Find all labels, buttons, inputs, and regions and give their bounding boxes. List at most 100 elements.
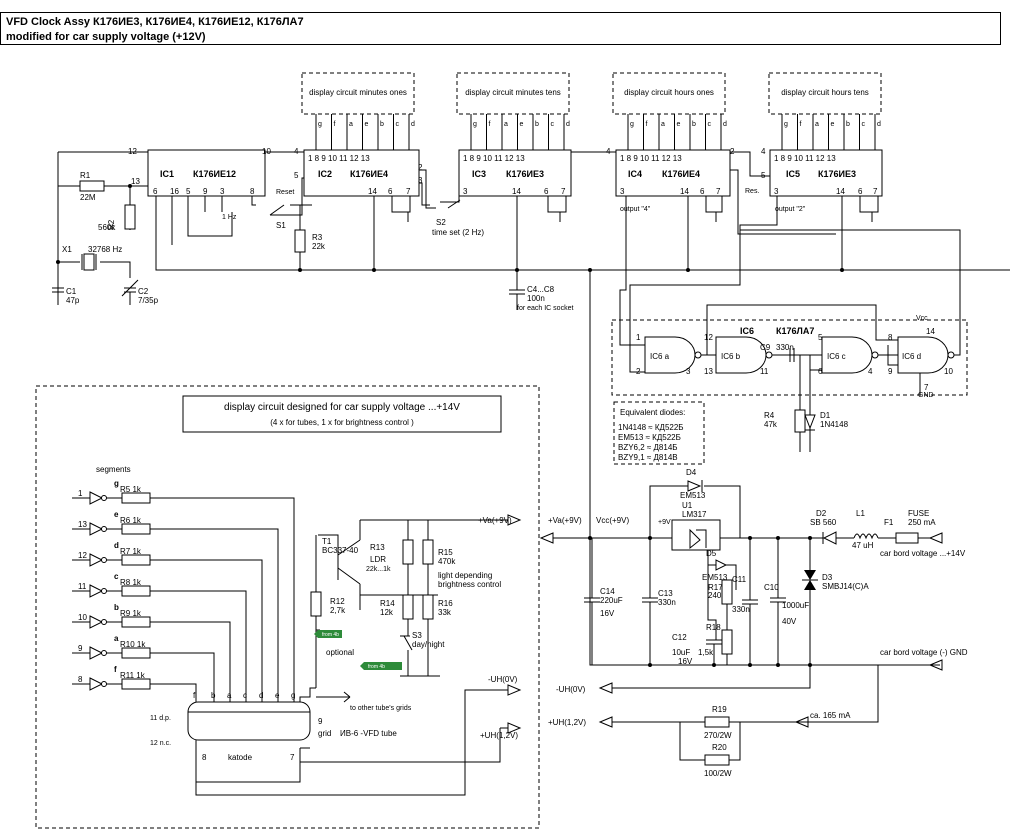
svg-text:output "2": output "2": [775, 206, 806, 213]
svg-text:4: 4: [868, 367, 873, 376]
segment-letter: a: [504, 121, 508, 128]
ic2: 1 8 9 10 11 12 13 IC2 К176ИЕ4 4 5 2 3 14…: [294, 147, 423, 197]
svg-text:40V: 40V: [782, 617, 797, 626]
segment-pin-number: 10: [78, 613, 87, 622]
svg-text:14: 14: [512, 187, 521, 196]
svg-text:7: 7: [561, 187, 566, 196]
svg-text:display circuit designed for c: display circuit designed for car supply …: [224, 402, 460, 413]
svg-text:R18: R18: [706, 623, 721, 632]
segment-letter: a: [349, 121, 353, 128]
segment-letter: c: [862, 121, 866, 128]
svg-text:6: 6: [858, 187, 863, 196]
svg-text:470k: 470k: [438, 557, 456, 566]
svg-text:day/night: day/night: [412, 640, 445, 649]
svg-text:11 d.p.: 11 d.p.: [150, 715, 171, 722]
svg-text:К176ИЕ4: К176ИЕ4: [662, 169, 700, 179]
segment-letter: g: [114, 479, 119, 488]
svg-text:ca. 165 mA: ca. 165 mA: [810, 711, 851, 720]
svg-text:3: 3: [774, 187, 779, 196]
svg-text:11: 11: [760, 367, 769, 376]
svg-text:47k: 47k: [764, 420, 778, 429]
svg-text:car bord voltage (-) GND: car bord voltage (-) GND: [880, 648, 968, 657]
svg-text:240: 240: [708, 591, 722, 600]
segment-letter: f: [489, 121, 491, 128]
svg-text:1 8 9 10 11 12 13: 1 8 9 10 11 12 13: [308, 154, 370, 163]
svg-text:R12: R12: [330, 597, 345, 606]
segment-letter: e: [677, 121, 681, 128]
svg-text:IC6 c: IC6 c: [827, 352, 846, 361]
segment-resistor: [121, 492, 151, 504]
segment-letter: b: [692, 121, 696, 128]
svg-text:X1: X1: [62, 245, 72, 254]
svg-text:D4: D4: [686, 468, 697, 477]
segment-resistor-label: R7 1k: [120, 547, 142, 556]
svg-text:330n: 330n: [776, 343, 794, 352]
svg-text:display circuit minutes tens: display circuit minutes tens: [465, 88, 561, 97]
svg-text:1000uF: 1000uF: [782, 601, 809, 610]
svg-text:D5: D5: [706, 549, 717, 558]
svg-text:8: 8: [888, 333, 893, 342]
svg-text:330n: 330n: [732, 605, 750, 614]
title-line1: VFD Clock Assy К176ИЕ3, К176ИЕ4, К176ИЕ1…: [6, 16, 304, 28]
svg-text:47 uH: 47 uH: [852, 541, 874, 550]
tube-segment-letter: b: [211, 691, 216, 700]
svg-text:EM513: EM513: [702, 573, 728, 582]
segment-resistor: [121, 554, 151, 566]
svg-text:32768 Hz: 32768 Hz: [88, 245, 122, 254]
segment-letter: e: [365, 121, 369, 128]
svg-text:+Va(+9V): +Va(+9V): [478, 516, 512, 525]
svg-text:3: 3: [686, 367, 691, 376]
segment-letter: f: [114, 665, 117, 674]
display-block-minutes-ones: display circuit minutes ones: [301, 72, 415, 115]
svg-text:7: 7: [716, 187, 721, 196]
svg-text:ИВ-6 -VFD tube: ИВ-6 -VFD tube: [340, 729, 397, 738]
svg-text:to other tube's grids: to other tube's grids: [350, 705, 412, 712]
segment-letter: f: [800, 121, 802, 128]
segment-letter: f: [646, 121, 648, 128]
inverter-bubble: [101, 526, 107, 532]
svg-text:5: 5: [186, 187, 191, 196]
svg-text:3: 3: [220, 187, 225, 196]
svg-text:display circuit hours tens: display circuit hours tens: [781, 88, 869, 97]
svg-text:7: 7: [290, 753, 295, 762]
svg-text:C11: C11: [732, 575, 747, 584]
ic5: 1 8 9 10 11 12 13 IC5 К176ИЕ3 4 5 3 14 6…: [745, 147, 883, 213]
segment-letter: f: [334, 121, 336, 128]
segment-letter: e: [114, 510, 119, 519]
svg-text:10: 10: [944, 367, 953, 376]
svg-text:+9V: +9V: [658, 519, 671, 526]
segment-letter: d: [566, 121, 570, 128]
segment-letter: a: [661, 121, 665, 128]
svg-text:output "4": output "4": [620, 206, 651, 213]
svg-text:from 4b: from 4b: [322, 632, 339, 638]
svg-text:from 4b: from 4b: [368, 664, 385, 670]
svg-text:IC2: IC2: [318, 169, 332, 179]
svg-text:GND: GND: [918, 392, 934, 399]
svg-text:3: 3: [463, 187, 468, 196]
svg-text:BZY9,1 ≈ Д814В: BZY9,1 ≈ Д814В: [618, 453, 678, 462]
segment-wire: [72, 677, 197, 702]
segment-resistor: [121, 678, 151, 690]
svg-text:R3: R3: [312, 233, 323, 242]
segment-letter: c: [396, 121, 400, 128]
inverter-bubble: [101, 619, 107, 625]
svg-text:+Va(+9V): +Va(+9V): [548, 516, 582, 525]
svg-text:16: 16: [170, 187, 179, 196]
svg-text:9: 9: [203, 187, 208, 196]
svg-text:SB 560: SB 560: [810, 518, 837, 527]
segment-resistor: [121, 523, 151, 535]
svg-text:Res.: Res.: [745, 188, 759, 195]
svg-text:LM317: LM317: [682, 510, 707, 519]
segment-wire: [72, 584, 247, 702]
svg-text:1 Hz: 1 Hz: [222, 214, 237, 221]
segment-letter: d: [877, 121, 881, 128]
svg-text:R19: R19: [712, 705, 727, 714]
svg-text:6: 6: [153, 187, 158, 196]
svg-text:D1: D1: [820, 411, 831, 420]
svg-text:EM513: EM513: [680, 491, 706, 500]
svg-text:car bord voltage ...+14V: car bord voltage ...+14V: [880, 549, 966, 558]
